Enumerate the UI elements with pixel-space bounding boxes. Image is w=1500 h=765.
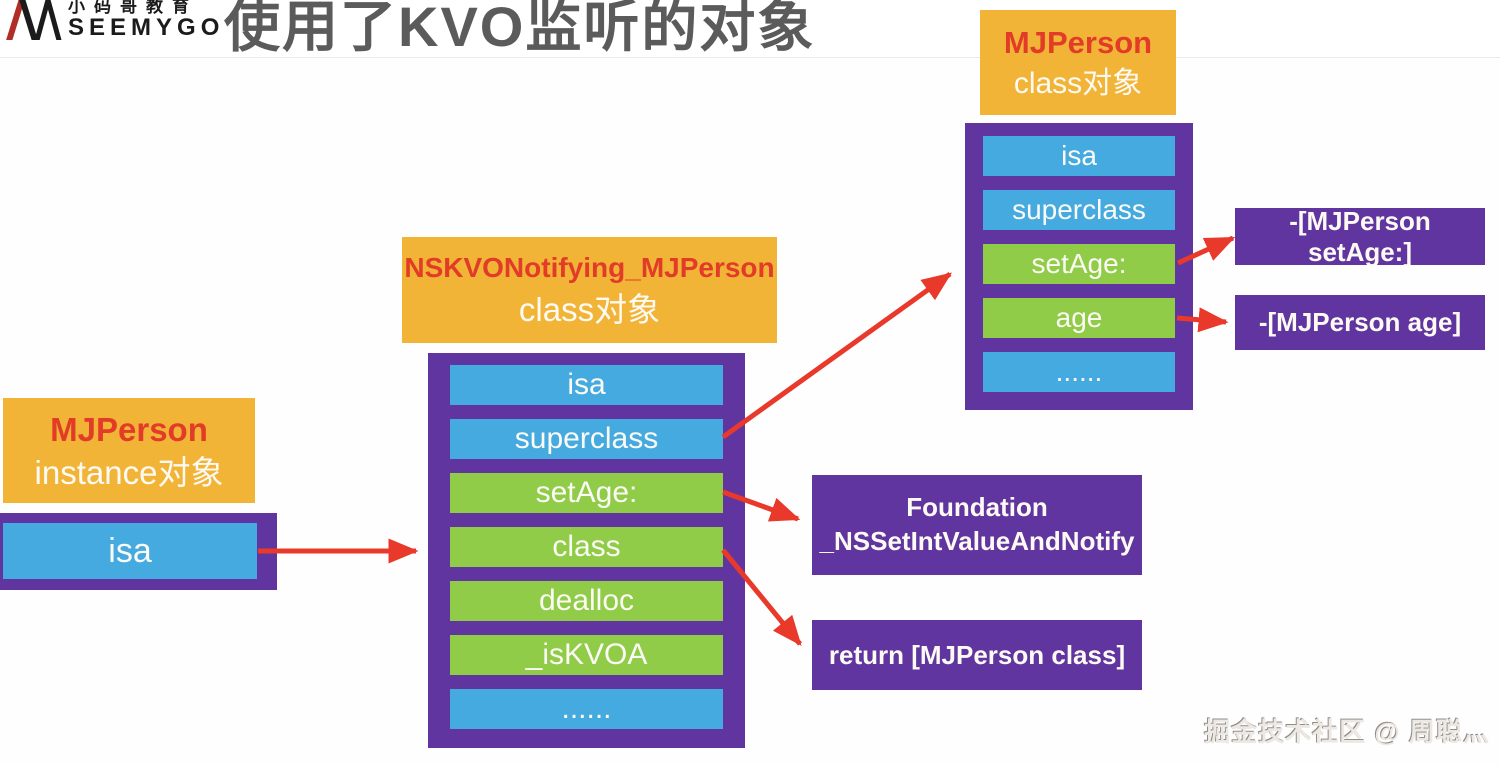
brand-logo: 小码哥教育 SEEMYGO: [2, 0, 224, 40]
age-impl-text: -[MJPerson age]: [1258, 307, 1462, 337]
kvo-setage-cell: setAge:: [450, 473, 723, 513]
kvo-class-label: NSKVONotifying_MJPerson class对象: [402, 237, 777, 343]
instance-isa-cell: isa: [3, 523, 257, 579]
person-isa-cell: isa: [983, 136, 1175, 176]
person-class-label-type: class对象: [1013, 66, 1143, 100]
kvo-class-label-type: class对象: [518, 290, 661, 328]
person-class-label-name: MJPerson: [1003, 24, 1153, 60]
person-class-label: MJPerson class对象: [980, 10, 1176, 115]
watermark: 掘金技术社区 @ 周聪灬: [1204, 717, 1490, 747]
setage-impl-box: -[MJPerson setAge:]: [1235, 205, 1485, 267]
age-impl-box: -[MJPerson age]: [1235, 295, 1485, 350]
kvo-dealloc-cell: dealloc: [450, 581, 723, 621]
brand-logo-mark-icon: [6, 0, 62, 40]
page-title: 使用了KVO监听的对象: [224, 0, 816, 58]
instance-object-label-type: instance对象: [34, 454, 224, 492]
return-class-box: return [MJPerson class]: [812, 620, 1142, 690]
kvo-class-struct: isa superclass setAge: class dealloc _is…: [428, 353, 745, 748]
kvo-iskvoa-cell: _isKVOA: [450, 635, 723, 675]
instance-object-struct: isa: [0, 513, 277, 590]
header-strip: [0, 0, 1500, 58]
foundation-line2: _NSSetIntValueAndNotify: [819, 526, 1135, 556]
foundation-notify-box: Foundation _NSSetIntValueAndNotify: [812, 475, 1142, 575]
person-superclass-cell: superclass: [983, 190, 1175, 230]
kvo-class-cell: class: [450, 527, 723, 567]
instance-object-label: MJPerson instance对象: [3, 398, 255, 503]
kvo-class-label-name: NSKVONotifying_MJPerson: [404, 252, 775, 284]
kvo-superclass-cell: superclass: [450, 419, 723, 459]
person-age-cell: age: [983, 298, 1175, 338]
brand-name-cn: 小码哥教育: [68, 0, 198, 16]
person-ellipsis-cell: ......: [983, 352, 1175, 392]
kvo-ellipsis-cell: ......: [450, 689, 723, 729]
person-setage-cell: setAge:: [983, 244, 1175, 284]
instance-object-label-name: MJPerson: [50, 410, 208, 448]
kvo-isa-cell: isa: [450, 365, 723, 405]
brand-name-en: SEEMYGO: [68, 14, 225, 41]
foundation-line1: Foundation: [906, 492, 1048, 523]
setage-impl-text: -[MJPerson setAge:]: [1289, 205, 1431, 267]
return-class-text: return [MJPerson class]: [828, 639, 1126, 670]
person-class-struct: isa superclass setAge: age ......: [965, 123, 1193, 410]
